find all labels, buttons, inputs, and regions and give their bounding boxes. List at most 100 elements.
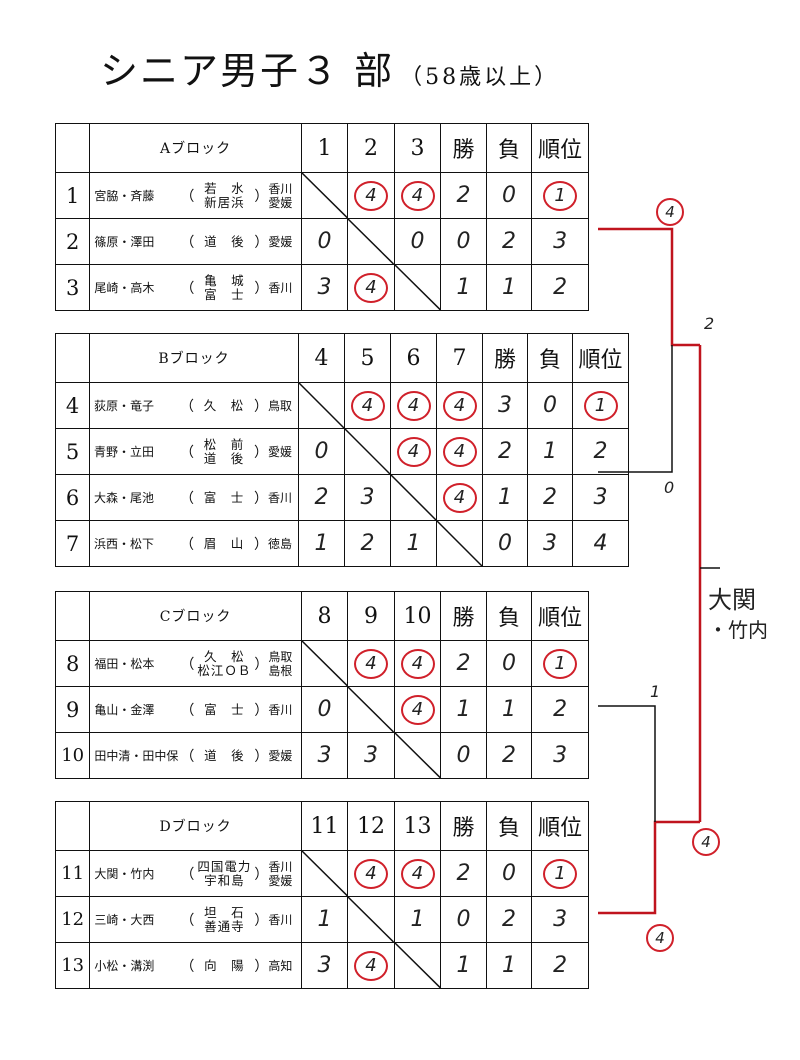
wins-value: 2 <box>456 183 471 208</box>
club-name: 四国電力 <box>197 858 252 874</box>
paren-close: ） <box>254 866 269 883</box>
block-name: Cブロック <box>89 591 302 641</box>
opponent-col-header: 1 <box>300 123 349 173</box>
opponent-col-header: 4 <box>298 333 345 383</box>
diagonal-line <box>395 265 441 310</box>
win-circle: 4 <box>442 482 477 513</box>
club-names: 久 松松江ＯＢ <box>194 649 254 678</box>
winner-name-1: 大関 <box>708 586 756 614</box>
prefecture: 鳥取 <box>268 398 293 413</box>
wins-cell: 1 <box>440 686 487 733</box>
diagonal-line <box>395 733 441 778</box>
player-cell: 亀山・金澤（富 士）香川 <box>89 686 302 733</box>
losses-cell: 1 <box>485 264 533 311</box>
rank-cell: 2 <box>531 264 589 311</box>
header-blank <box>54 801 91 851</box>
opponent-col-header: 7 <box>436 333 483 383</box>
win-circle: 4 <box>350 390 385 421</box>
paren-close: ） <box>254 748 269 765</box>
diagonal-line <box>348 687 394 732</box>
player-names: 小松・溝渕 <box>94 959 155 973</box>
paren-close: ） <box>254 444 268 461</box>
anno-cd-mid: 1 <box>650 682 661 701</box>
prefecture: 香川 <box>268 912 293 927</box>
self-cell <box>300 640 349 687</box>
losses-value: 0 <box>543 393 557 418</box>
paren-close: ） <box>254 398 268 415</box>
club-names: 富 士 <box>194 490 254 505</box>
self-cell <box>393 942 442 989</box>
player-cell: 尾崎・高木（亀 城富 士）香川 <box>89 264 302 311</box>
wins-cell: 2 <box>482 428 528 475</box>
player-cell: 宮脇・斉藤（若 水新居浜）香川愛媛 <box>89 172 302 219</box>
wins-value: 1 <box>498 485 512 510</box>
wins-header: 勝 <box>482 333 528 383</box>
wins-value: 2 <box>456 651 471 676</box>
club-names: 坦 石善通寺 <box>194 905 254 934</box>
bracket-line-a <box>598 227 700 347</box>
losses-cell: 1 <box>527 428 573 475</box>
prefecture: 香川 <box>268 702 293 717</box>
wins-header: 勝 <box>440 591 487 641</box>
anno-ab-top: 4 <box>656 198 684 226</box>
wins-value: 0 <box>456 907 471 932</box>
win-circle: 4 <box>400 648 435 679</box>
anno-cd-bottom: 4 <box>646 924 674 952</box>
score-value: 1 <box>314 531 329 556</box>
losses-value: 2 <box>543 485 557 510</box>
anno-ab-mid: 2 <box>704 314 715 333</box>
wins-header: 勝 <box>440 123 487 173</box>
wins-cell: 3 <box>482 382 528 429</box>
player-no: 13 <box>54 942 91 989</box>
score-value: 1 <box>406 531 421 556</box>
opponent-col-header: 10 <box>393 591 442 641</box>
score-cell: 4 <box>390 428 437 475</box>
paren-close: ） <box>254 702 269 719</box>
score-cell: 4 <box>436 428 483 475</box>
losses-value: 2 <box>502 907 517 932</box>
wins-value: 2 <box>498 439 512 464</box>
club-name: 富 士 <box>204 286 245 302</box>
player-info: 尾崎・高木（亀 城富 士）香川 <box>90 273 300 302</box>
club-names: 四国電力宇和島 <box>194 858 254 888</box>
diagonal-line <box>437 521 482 566</box>
player-info: 篠原・澤田（道 後）愛媛 <box>90 232 300 252</box>
score-cell: 4 <box>393 850 442 897</box>
rank-cell: 3 <box>531 896 589 943</box>
player-cell: 荻原・竜子（久 松）鳥取 <box>89 382 299 429</box>
losses-value: 2 <box>502 229 517 254</box>
prefectures: 愛媛 <box>268 235 292 249</box>
paren-close: ） <box>254 280 269 297</box>
score-value: 0 <box>314 439 329 464</box>
prefecture: 香川 <box>268 181 293 196</box>
opponent-col-header: 13 <box>393 801 442 851</box>
player-no: 4 <box>55 382 90 429</box>
player-cell: 田中清・田中保（道 後）愛媛 <box>89 732 302 779</box>
player-no: 1 <box>54 172 91 219</box>
club-name: 若 水 <box>204 180 245 196</box>
score-cell: 4 <box>393 172 442 219</box>
score-cell: 4 <box>436 382 483 429</box>
player-names: 荻原・竜子 <box>94 399 155 413</box>
score-value: 2 <box>314 485 329 510</box>
self-cell <box>436 520 483 567</box>
prefecture: 愛媛 <box>268 873 293 888</box>
score-cell: 3 <box>300 942 349 989</box>
opponent-col-header: 3 <box>393 123 442 173</box>
wins-value: 0 <box>498 531 512 556</box>
rank-cell: 2 <box>531 942 589 989</box>
club-name: 善通寺 <box>204 918 245 934</box>
wins-cell: 0 <box>440 732 487 779</box>
score-cell: 3 <box>344 474 391 521</box>
diagonal-line <box>348 897 394 942</box>
player-info: 青野・立田（松 前道 後）愛媛 <box>90 437 298 466</box>
